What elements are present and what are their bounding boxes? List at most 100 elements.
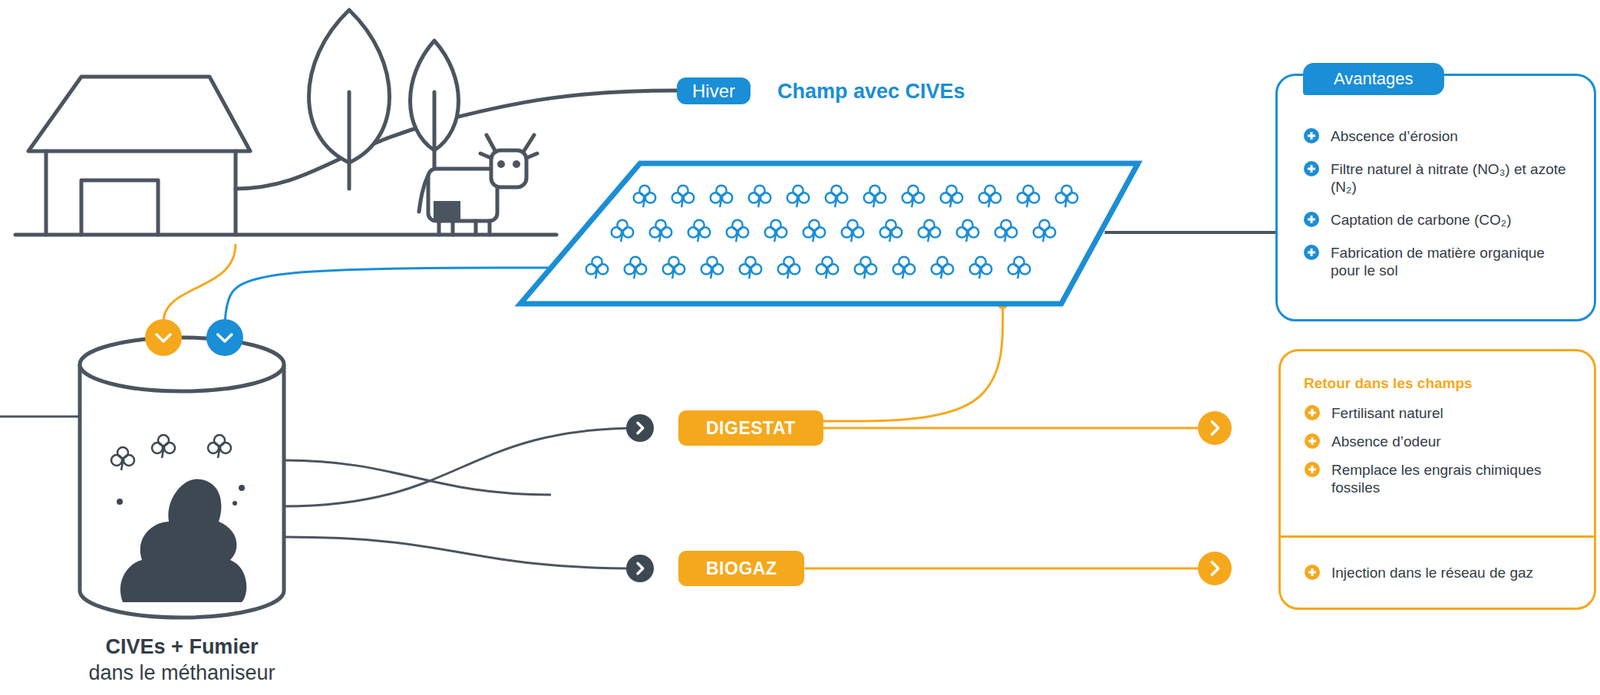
cow-eye bbox=[514, 162, 519, 167]
connector-line bbox=[1105, 230, 1276, 235]
plus-sign bbox=[1308, 437, 1317, 446]
plus-sign bbox=[1308, 568, 1317, 577]
node-text: Captation de carbone (CO₂) bbox=[1330, 211, 1572, 229]
cow-head bbox=[491, 150, 527, 188]
cow-eye bbox=[499, 162, 504, 167]
clover-leaf bbox=[940, 192, 951, 203]
chevron bbox=[637, 563, 644, 575]
plus-icon bbox=[1303, 211, 1320, 228]
clover-icon bbox=[701, 257, 724, 280]
landscape-line bbox=[0, 415, 80, 419]
list-item: Abscence d’érosion bbox=[1303, 127, 1572, 146]
node-heading: Avantages bbox=[1303, 62, 1445, 96]
connector bbox=[206, 267, 551, 357]
clover-leaf bbox=[624, 263, 635, 274]
chevron-circle bbox=[626, 554, 654, 583]
clover-leaf bbox=[220, 442, 231, 454]
clover-leaf bbox=[636, 263, 647, 274]
clover-icon bbox=[611, 220, 634, 243]
clover-icon bbox=[151, 435, 175, 459]
clover-icon bbox=[893, 257, 916, 280]
node-text: Abscence d’érosion bbox=[1330, 127, 1572, 146]
clover-stem bbox=[681, 199, 683, 208]
node-heading: CIVEs + Fumier bbox=[79, 633, 284, 660]
plus-icon bbox=[1303, 160, 1320, 178]
clover-leaf bbox=[663, 263, 673, 274]
node-heading: Retour dans les champs bbox=[1303, 374, 1594, 393]
clover-stem bbox=[911, 199, 914, 208]
node-text: dans le méthaniseur bbox=[79, 659, 284, 687]
clover-stem bbox=[825, 270, 828, 279]
clover-icon bbox=[841, 220, 865, 243]
clover-leaf bbox=[164, 442, 175, 454]
clover-icon bbox=[111, 447, 135, 471]
clover-leaf bbox=[1019, 263, 1030, 274]
cow-body bbox=[428, 168, 498, 222]
chevron-circle bbox=[626, 414, 654, 443]
clover-icon bbox=[586, 257, 609, 280]
clover-icon bbox=[803, 220, 826, 243]
clover-leaf bbox=[789, 263, 800, 274]
clover-stem bbox=[873, 199, 875, 208]
chevron bbox=[217, 334, 232, 342]
clover-icon bbox=[649, 220, 673, 243]
connector bbox=[283, 537, 654, 583]
clover-leaf bbox=[787, 192, 798, 203]
clover-leaf bbox=[902, 192, 913, 203]
digester-clovers bbox=[111, 435, 231, 471]
landscape-line bbox=[283, 460, 551, 495]
clover-icon bbox=[1033, 220, 1056, 243]
plus-sign bbox=[1307, 215, 1316, 224]
clover-icon bbox=[710, 185, 733, 208]
panel-border bbox=[1275, 73, 1597, 322]
chevron-head bbox=[1197, 411, 1232, 446]
list-item: Captation de carbone (CO₂) bbox=[1303, 211, 1572, 229]
clover-leaf bbox=[866, 263, 877, 274]
clover-leaf bbox=[207, 442, 219, 454]
plus-icon bbox=[1303, 404, 1321, 422]
clover-leaf bbox=[880, 227, 891, 238]
connector bbox=[823, 411, 1232, 446]
clover-stem bbox=[1017, 270, 1020, 279]
clover-stem bbox=[834, 199, 837, 208]
list-item: Remplace les engrais chimiques fossiles bbox=[1303, 461, 1594, 497]
chevron bbox=[1211, 422, 1218, 436]
clover-leaf bbox=[683, 192, 694, 203]
clover-leaf bbox=[776, 227, 787, 238]
house-door bbox=[81, 180, 159, 235]
plus-icon bbox=[1303, 244, 1320, 261]
connector-line bbox=[823, 303, 1003, 422]
clover-stem bbox=[217, 449, 220, 459]
clover-leaf bbox=[875, 192, 886, 203]
clover-icon bbox=[979, 185, 1002, 208]
clover-leaf bbox=[981, 263, 992, 274]
clover-stem bbox=[940, 270, 943, 279]
clover-leaf bbox=[748, 192, 759, 203]
clover-leaf bbox=[1055, 192, 1066, 203]
clover-stem bbox=[812, 234, 815, 242]
clover-stem bbox=[851, 234, 853, 242]
clover-leaf bbox=[633, 192, 644, 203]
chevron-circle bbox=[1197, 411, 1232, 446]
clover-leaf bbox=[674, 263, 685, 274]
output-pill: BIOGAZ bbox=[678, 550, 805, 587]
plus-sign bbox=[1307, 164, 1316, 173]
clover-leaf bbox=[918, 227, 929, 238]
clover-stem bbox=[748, 270, 751, 279]
return-section: Retour dans les champsFertilisant nature… bbox=[1280, 351, 1594, 538]
field-illustration bbox=[520, 77, 1139, 306]
clover-leaf bbox=[1006, 227, 1017, 238]
list-item: Fabrication de matière organique pour le… bbox=[1303, 244, 1572, 280]
clover-leaf bbox=[151, 442, 163, 454]
clover-leaf bbox=[123, 455, 135, 466]
connector-line bbox=[224, 267, 551, 338]
clover-icon bbox=[902, 185, 925, 208]
chevron-head bbox=[1197, 551, 1232, 586]
plus-icon bbox=[1303, 564, 1321, 581]
node-text: Fabrication de matière organique pour le… bbox=[1330, 244, 1572, 280]
clover-icon bbox=[748, 185, 772, 208]
dot bbox=[116, 498, 123, 505]
connector-line bbox=[823, 427, 1215, 430]
clover-icon bbox=[880, 220, 903, 243]
clover-icon bbox=[726, 220, 749, 243]
